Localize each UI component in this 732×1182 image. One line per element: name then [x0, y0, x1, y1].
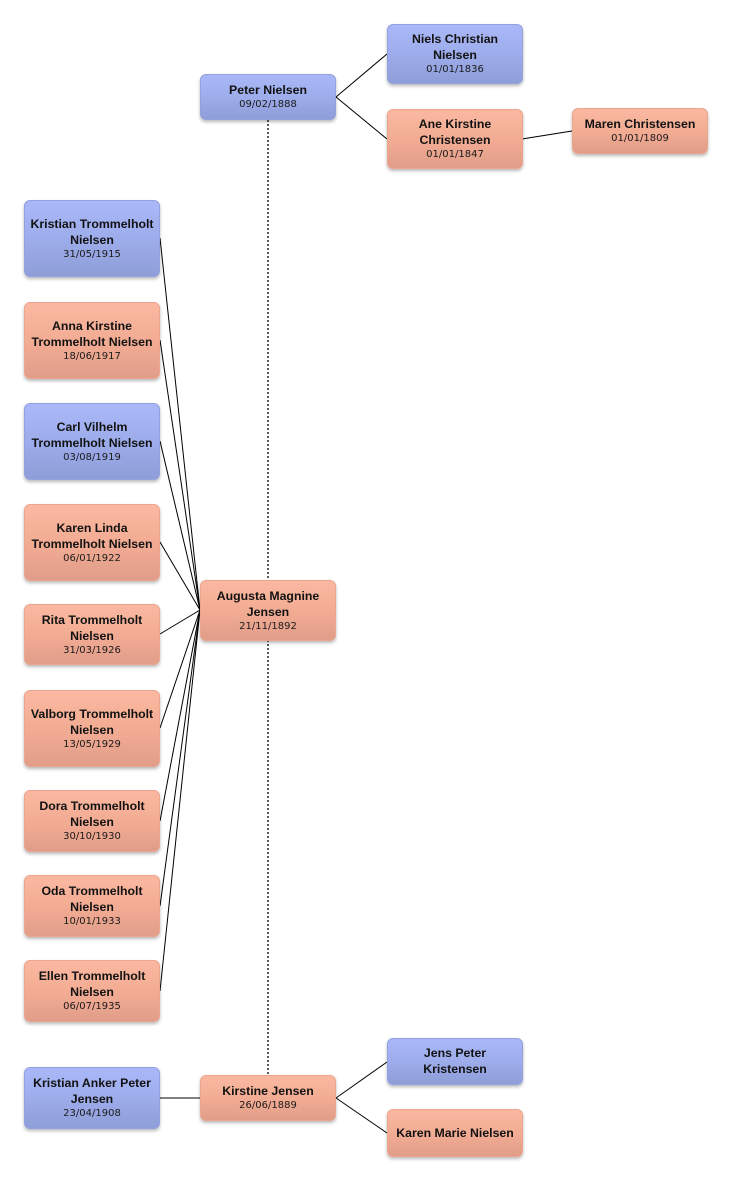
person-card-ellen-trommelholt-nielsen[interactable]: Ellen Trommelholt Nielsen 06/07/1935	[24, 960, 160, 1022]
link-peter-to-ane	[335, 96, 388, 140]
person-name: Ane Kirstine Christensen	[418, 117, 492, 147]
link-augusta-to-carl	[159, 440, 201, 611]
person-card-rita-trommelholt-nielsen[interactable]: Rita Trommelholt Nielsen 31/03/1926	[24, 604, 160, 665]
person-card-dora-trommelholt-nielsen[interactable]: Dora Trommelholt Nielsen 30/10/1930	[24, 790, 160, 852]
person-name: Dora Trommelholt Nielsen	[39, 799, 145, 829]
person-birth-date: 01/01/1836	[426, 64, 484, 75]
person-card-valborg-trommelholt-nielsen[interactable]: Valborg Trommelholt Nielsen 13/05/1929	[24, 690, 160, 767]
link-ane-to-maren	[521, 130, 573, 140]
person-birth-date: 06/01/1922	[63, 552, 121, 564]
person-birth-date: 03/08/1919	[63, 451, 121, 463]
person-name: Karen Linda Trommelholt Nielsen	[31, 520, 153, 551]
person-name: Jens Peter Kristensen	[423, 1046, 487, 1076]
person-card-kristian-trommelholt-nielsen[interactable]: Kristian Trommelholt Nielsen 31/05/1915	[24, 200, 160, 277]
person-card-niels-christian-nielsen[interactable]: Niels Christian Nielsen 01/01/1836	[387, 24, 523, 84]
person-name: Kristian Anker Peter Jensen	[33, 1076, 151, 1106]
link-augusta-to-dora	[159, 609, 201, 822]
person-name: Carl Vilhelm Trommelholt Nielsen	[31, 419, 153, 450]
person-card-carl-vilhelm-trommelholt-nielsen[interactable]: Carl Vilhelm Trommelholt Nielsen 03/08/1…	[24, 403, 160, 480]
link-augusta-to-ellen	[159, 609, 201, 992]
person-card-augusta-magnine-jensen[interactable]: Augusta Magnine Jensen 21/11/1892	[200, 580, 336, 641]
person-name: Anna Kirstine Trommelholt Nielsen	[31, 318, 153, 349]
person-name: Niels Christian Nielsen	[411, 32, 499, 62]
person-name: Kristian Trommelholt Nielsen	[30, 216, 154, 247]
person-card-karen-linda-trommelholt-nielsen[interactable]: Karen Linda Trommelholt Nielsen 06/01/19…	[24, 504, 160, 581]
person-card-maren-christensen[interactable]: Maren Christensen 01/01/1809	[572, 108, 708, 154]
link-peter-to-niels	[335, 53, 388, 98]
person-birth-date: 23/04/1908	[63, 1108, 121, 1119]
person-card-kristian-anker-peter-jensen[interactable]: Kristian Anker Peter Jensen 23/04/1908	[24, 1067, 160, 1129]
person-card-karen-marie-nielsen[interactable]: Karen Marie Nielsen	[387, 1109, 523, 1157]
person-birth-date: 01/01/1809	[611, 133, 669, 144]
person-birth-date: 31/03/1926	[63, 644, 121, 656]
person-name: Peter Nielsen	[229, 83, 307, 97]
link-augusta-to-valborg	[159, 609, 201, 729]
person-birth-date: 31/05/1915	[63, 248, 121, 260]
link-augusta-to-rita	[159, 609, 201, 635]
person-card-oda-trommelholt-nielsen[interactable]: Oda Trommelholt Nielsen 10/01/1933	[24, 875, 160, 937]
person-birth-date: 01/01/1847	[426, 149, 484, 160]
person-birth-date: 21/11/1892	[239, 620, 297, 632]
link-augusta-to-anna	[159, 339, 201, 611]
person-name: Kirstine Jensen	[222, 1084, 314, 1098]
person-name: Valborg Trommelholt Nielsen	[30, 706, 154, 737]
person-card-ane-kirstine-christensen[interactable]: Ane Kirstine Christensen 01/01/1847	[387, 109, 523, 169]
person-birth-date: 26/06/1889	[239, 1100, 297, 1111]
link-kirstine-to-karen-marie	[335, 1097, 388, 1134]
link-augusta-to-kristian	[159, 237, 201, 611]
person-birth-date: 30/10/1930	[63, 831, 121, 842]
link-augusta-to-karen-linda	[159, 541, 201, 611]
person-name: Karen Marie Nielsen	[396, 1125, 514, 1140]
person-name: Rita Trommelholt Nielsen	[41, 612, 143, 643]
person-card-kirstine-jensen[interactable]: Kirstine Jensen 26/06/1889	[200, 1075, 336, 1121]
person-card-anna-kirstine-trommelholt-nielsen[interactable]: Anna Kirstine Trommelholt Nielsen 18/06/…	[24, 302, 160, 379]
person-birth-date: 13/05/1929	[63, 738, 121, 750]
person-card-peter-nielsen[interactable]: Peter Nielsen 09/02/1888	[200, 74, 336, 120]
link-kirstine-to-jens-peter	[335, 1061, 388, 1099]
person-birth-date: 10/01/1933	[63, 916, 121, 927]
person-name: Ellen Trommelholt Nielsen	[38, 969, 146, 999]
person-birth-date: 06/07/1935	[63, 1001, 121, 1012]
person-name: Maren Christensen	[584, 117, 696, 131]
link-augusta-to-oda	[159, 609, 201, 907]
person-card-jens-peter-kristensen[interactable]: Jens Peter Kristensen	[387, 1038, 523, 1085]
person-birth-date: 18/06/1917	[63, 350, 121, 362]
person-name: Oda Trommelholt Nielsen	[41, 884, 143, 914]
person-name: Augusta Magnine Jensen	[216, 588, 320, 619]
person-birth-date: 09/02/1888	[239, 99, 297, 110]
